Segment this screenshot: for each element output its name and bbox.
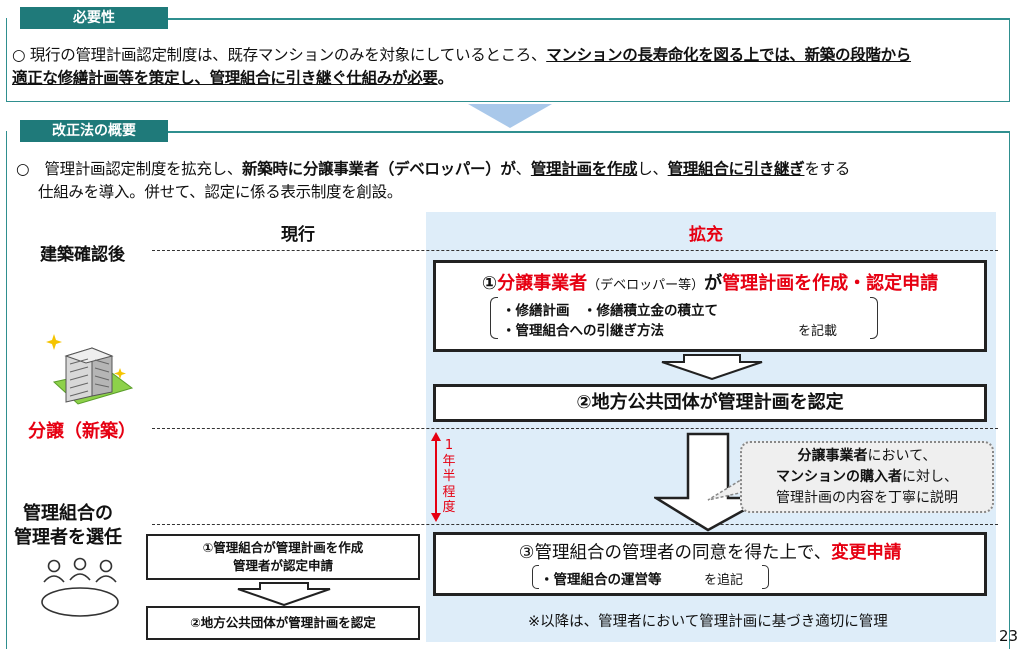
dashed-line-select <box>152 524 998 525</box>
callout-line2: マンションの購入者に対し、 <box>742 467 992 488</box>
timeline-label-0: 1 <box>444 438 454 453</box>
timeline-label-2: 半 <box>442 469 456 484</box>
current-column-header: 現行 <box>281 225 315 245</box>
stage-after-confirmation: 建築確認後 <box>40 245 125 265</box>
stage-select-line1: 管理組合の <box>23 503 113 524</box>
callout-l2a: マンションの購入者 <box>776 469 902 485</box>
step3-bracket-left <box>532 565 539 589</box>
step1-ga: が <box>704 273 723 294</box>
arrow-down-current-icon <box>237 582 331 606</box>
step1-bracket-right <box>870 297 878 339</box>
step1-dot: ・ <box>848 273 867 294</box>
step1-item-suffix: を記載 <box>798 324 838 339</box>
step3-bracket-right <box>762 565 769 589</box>
dashed-line-sale <box>152 428 998 429</box>
step1-item1: ・修繕計画 ・修繕積立金の積立て <box>502 303 718 319</box>
timeline-label-1: 年 <box>442 453 456 469</box>
callout-l1b: において、 <box>867 448 937 464</box>
current-step1-line2: 管理者が認定申請 <box>232 558 333 573</box>
timeline-label: 1 年 半 程 度 <box>442 438 456 516</box>
timeline-arrow-icon <box>431 432 441 522</box>
necessity-frame <box>6 18 1010 102</box>
dashed-line-confirmation <box>152 250 998 251</box>
necessity-text: ○ 現行の管理計画認定制度は、既存マンションのみを対象にしているところ、マンショ… <box>12 44 1008 90</box>
overview-t8: 仕組みを導入。併せて、認定に係る表示制度を創設。 <box>38 183 403 201</box>
step1-num: ① <box>481 273 498 294</box>
callout-l1a: 分譲事業者 <box>797 448 868 464</box>
apartment-building-icon <box>46 334 134 405</box>
overview-text: ○ 管理計画認定制度を拡充し、新築時に分譲事業者（デベロッパー）が、管理計画を作… <box>16 158 1006 204</box>
timeline-label-3: 程 <box>442 484 456 500</box>
step3-text: ③管理組合の管理者の同意を得た上で、 <box>518 543 832 563</box>
step3-action: 変更申請 <box>831 543 902 563</box>
arrow-down-step1-icon <box>661 354 763 380</box>
overview-frame <box>6 131 1010 649</box>
timeline-label-4: 度 <box>442 500 456 515</box>
step2-ga: が <box>699 392 718 413</box>
step1-action1: 管理計画を作成 <box>722 273 849 294</box>
step1-bracket-left <box>490 297 498 339</box>
current-step2-box: ②地方公共団体が管理計画を認定 <box>146 606 420 640</box>
necessity-tag: 必要性 <box>20 7 168 29</box>
necessity-emph-1: マンションの長寿命化を図る上では、新築の段階から <box>546 46 912 64</box>
overview-t7: をする <box>804 160 851 178</box>
step3-box: ③管理組合の管理者の同意を得た上で、変更申請 ・管理組合の運営等 を追記 <box>433 532 987 596</box>
step1-item2: ・管理組合への引継ぎ方法 <box>502 323 664 339</box>
overview-t5: し、 <box>637 160 668 178</box>
stage-select-line2: 管理者を選任 <box>14 527 122 548</box>
current-step1-box: ①管理組合が管理計画を作成 管理者が認定申請 <box>146 534 420 580</box>
necessity-tag-line <box>168 18 1010 20</box>
necessity-emph-2: 適正な修繕計画等を策定し、管理組合に引き継ぐ仕組みが必要 <box>12 69 438 87</box>
overview-tag: 改正法の概要 <box>20 120 168 142</box>
current-step1-line1: ①管理組合が管理計画を作成 <box>202 540 364 555</box>
step1-action2: 認定申請 <box>866 273 939 294</box>
overview-tag-line <box>168 131 1010 133</box>
down-arrow-icon <box>468 104 552 128</box>
arrow-down-step2-icon <box>654 432 767 532</box>
callout-l3: 管理計画の内容を丁寧に説明 <box>776 490 958 506</box>
stage-select-manager: 管理組合の 管理者を選任 <box>14 502 122 550</box>
step1-actor: 分譲事業者 <box>497 273 588 294</box>
overview-t3: 、 <box>515 160 532 178</box>
step2-action: 管理計画を認定 <box>717 392 844 413</box>
step2-box: ②地方公共団体が管理計画を認定 <box>433 384 987 422</box>
overview-t6: 管理組合に引き継ぎ <box>667 160 805 178</box>
callout-l2b: に対し、 <box>902 469 958 485</box>
step1-box: ①分譲事業者（デベロッパー等）が管理計画を作成・認定申請 ・修繕計画 ・修繕積立… <box>433 260 987 352</box>
step3-item-suffix: を追記 <box>704 573 744 588</box>
page-number: 23 <box>999 627 1017 645</box>
meeting-people-icon <box>41 557 119 617</box>
callout-line1: 分譲事業者において、 <box>742 446 992 467</box>
necessity-text-plain: ○ 現行の管理計画認定制度は、既存マンションのみを対象にしているところ、 <box>12 46 547 64</box>
overview-t2: 新築時に分譲事業者（デベロッパー）が <box>242 160 516 178</box>
step3-item: ・管理組合の運営等 <box>540 572 662 588</box>
stage-sale: 分譲（新築） <box>28 421 136 442</box>
step2-actor: 地方公共団体 <box>591 392 700 413</box>
step1-actor-note: （デベロッパー等） <box>587 278 705 293</box>
necessity-end: 。 <box>437 69 454 87</box>
footnote: ※以降は、管理者において管理計画に基づき適切に管理 <box>528 614 888 630</box>
overview-t1: ○ 管理計画認定制度を拡充し、 <box>16 160 243 178</box>
expanded-column-header: 拡充 <box>689 225 723 245</box>
step1-title: ①分譲事業者（デベロッパー等）が管理計画を作成・認定申請 <box>436 269 984 295</box>
step2-num: ② <box>576 392 592 413</box>
callout-box: 分譲事業者において、 マンションの購入者に対し、 管理計画の内容を丁寧に説明 <box>740 441 994 513</box>
step3-title: ③管理組合の管理者の同意を得た上で、変更申請 <box>436 539 984 564</box>
overview-t4: 管理計画を作成 <box>530 160 638 178</box>
